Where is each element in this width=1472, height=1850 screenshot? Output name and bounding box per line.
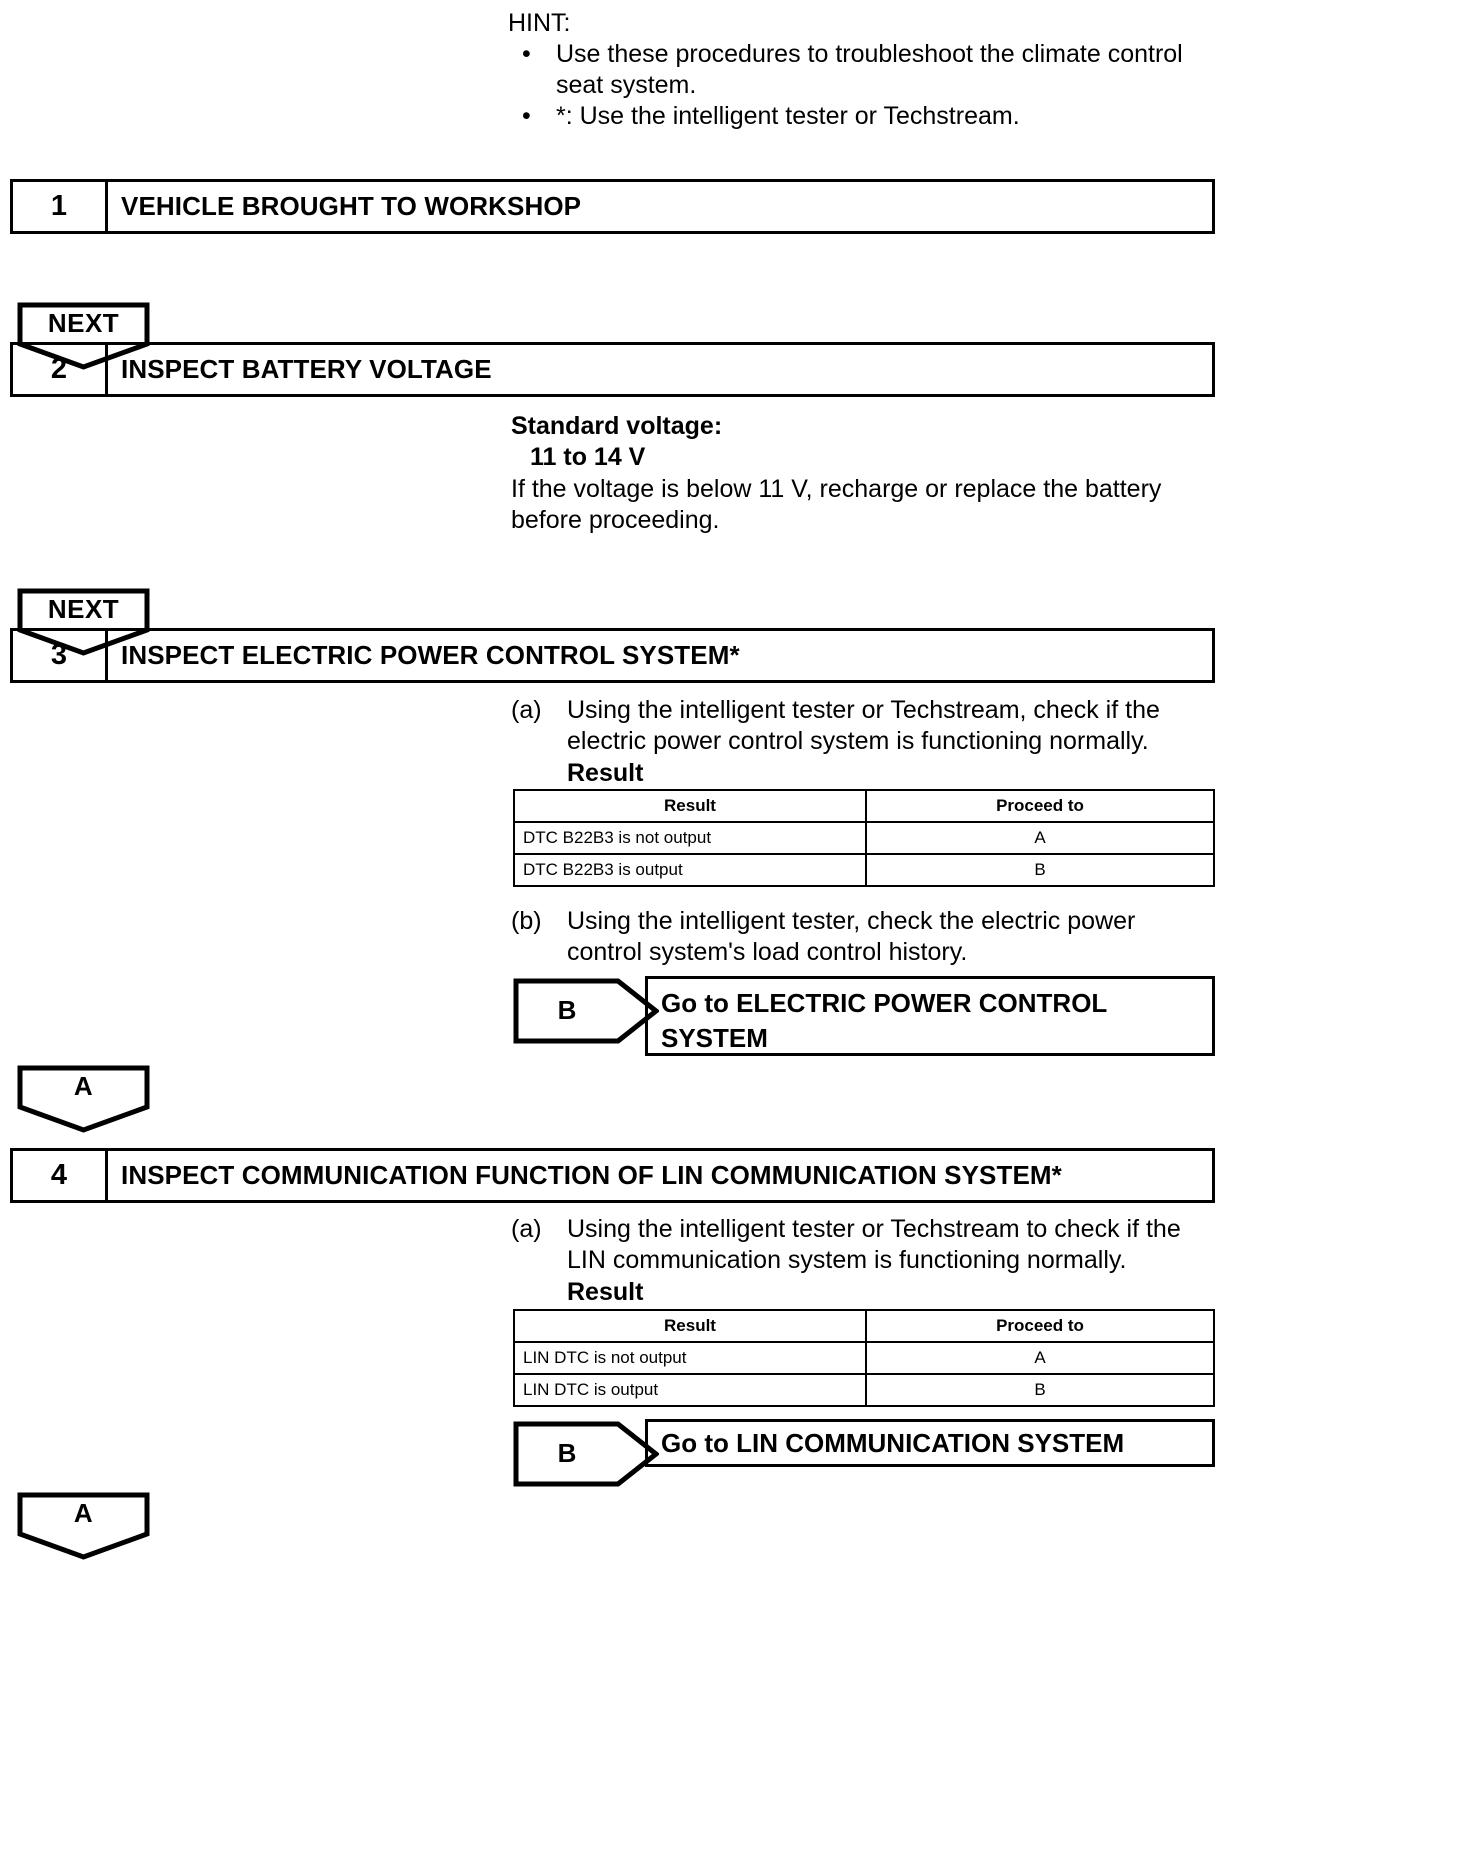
substep-line-2: control system's load control history.	[567, 938, 968, 966]
table-header-result: Result	[513, 789, 867, 823]
table-cell-proceed: B	[865, 853, 1215, 887]
table-cell-result: DTC B22B3 is not output	[513, 821, 867, 855]
table-row: LIN DTC is not output A	[513, 1341, 1215, 1375]
step-title: VEHICLE BROUGHT TO WORKSHOP	[121, 191, 582, 221]
connector-a-1: A	[17, 1065, 150, 1133]
connector-label: NEXT	[47, 308, 120, 338]
connector-next-2: NEXT	[17, 588, 150, 656]
substep-line-1: Using the intelligent tester or Techstre…	[567, 696, 1160, 724]
standard-voltage-label: Standard voltage:	[511, 412, 723, 440]
branch-tag-b-electric-power: B	[513, 978, 659, 1044]
goto-line-1: Go to ELECTRIC POWER CONTROL	[661, 988, 1108, 1018]
table-header-row: Result Proceed to	[513, 1309, 1215, 1343]
bullet-icon: •	[522, 40, 531, 68]
step-number: 1	[13, 182, 108, 231]
substep-line-1: Using the intelligent tester, check the …	[567, 907, 1136, 935]
goto-box-electric-power-control-system[interactable]: Go to ELECTRIC POWER CONTROL SYSTEM	[645, 976, 1215, 1056]
table-cell-proceed: A	[865, 1341, 1215, 1375]
table-row: DTC B22B3 is output B	[513, 853, 1215, 887]
hint-item: • Use these procedures to troubleshoot t…	[508, 39, 1228, 101]
goto-line-2: SYSTEM	[661, 1023, 768, 1053]
goto-line-1: Go to LIN COMMUNICATION SYSTEM	[661, 1427, 1125, 1458]
battery-note-line-1: If the voltage is below 11 V, recharge o…	[511, 475, 1162, 503]
step-header-4: 4 INSPECT COMMUNICATION FUNCTION OF LIN …	[10, 1148, 1215, 1203]
bullet-icon: •	[522, 102, 531, 130]
substep-3b: (b) Using the intelligent tester, check …	[511, 906, 1211, 968]
table-cell-result: LIN DTC is not output	[513, 1341, 867, 1375]
table-cell-proceed: B	[865, 1373, 1215, 1407]
hint-block: HINT: • Use these procedures to troubles…	[508, 8, 1228, 132]
table-cell-result: LIN DTC is output	[513, 1373, 867, 1407]
substep-line-1: Using the intelligent tester or Techstre…	[567, 1215, 1181, 1243]
branch-label: B	[557, 1438, 577, 1468]
table-header-proceed: Proceed to	[865, 1309, 1215, 1343]
substep-tag: (a)	[511, 696, 542, 724]
step-title: INSPECT COMMUNICATION FUNCTION OF LIN CO…	[121, 1160, 1062, 1190]
hint-title: HINT:	[508, 9, 571, 37]
substep-line-2: electric power control system is functio…	[567, 727, 1149, 755]
hint-list: • Use these procedures to troubleshoot t…	[508, 39, 1228, 132]
result-label: Result	[567, 1278, 644, 1306]
table-row: DTC B22B3 is not output A	[513, 821, 1215, 855]
table-cell-proceed: A	[865, 821, 1215, 855]
step-number: 3	[13, 631, 108, 680]
substep-tag: (b)	[511, 907, 542, 935]
table-header-proceed: Proceed to	[865, 789, 1215, 823]
hint-item-text: Use these procedures to troubleshoot the…	[556, 40, 1183, 99]
hint-item-text: *: Use the intelligent tester or Techstr…	[556, 102, 1020, 130]
substep-body: Using the intelligent tester, check the …	[567, 906, 1211, 968]
goto-box-lin-communication-system[interactable]: Go to LIN COMMUNICATION SYSTEM	[645, 1419, 1215, 1467]
substep-3a: (a) Using the intelligent tester or Tech…	[511, 695, 1211, 789]
substep-tag: (a)	[511, 1215, 542, 1243]
step-header-2: 2 INSPECT BATTERY VOLTAGE	[10, 342, 1215, 397]
result-table-2: Result Proceed to LIN DTC is not output …	[513, 1309, 1215, 1407]
step-number: 4	[13, 1151, 108, 1200]
step-header-1: 1 VEHICLE BROUGHT TO WORKSHOP	[10, 179, 1215, 234]
table-row: LIN DTC is output B	[513, 1373, 1215, 1407]
branch-label: B	[557, 995, 577, 1025]
connector-label: A	[73, 1498, 94, 1528]
step-number: 2	[13, 345, 108, 394]
standard-voltage-value: 11 to 14 V	[530, 443, 646, 471]
table-header-result: Result	[513, 1309, 867, 1343]
substep-line-2: LIN communication system is functioning …	[567, 1246, 1127, 1274]
table-cell-result: DTC B22B3 is output	[513, 853, 867, 887]
step-header-3: 3 INSPECT ELECTRIC POWER CONTROL SYSTEM*	[10, 628, 1215, 683]
connector-label: NEXT	[47, 594, 120, 624]
substep-body: Using the intelligent tester or Techstre…	[567, 695, 1211, 789]
hint-item: • *: Use the intelligent tester or Techs…	[508, 101, 1228, 132]
substep-body: Using the intelligent tester or Techstre…	[567, 1214, 1211, 1308]
table-header-row: Result Proceed to	[513, 789, 1215, 823]
connector-a-2: A	[17, 1492, 150, 1560]
connector-next-1: NEXT	[17, 302, 150, 370]
branch-tag-b-lin: B	[513, 1421, 659, 1487]
substep-4a: (a) Using the intelligent tester or Tech…	[511, 1214, 1211, 1308]
step-title: INSPECT ELECTRIC POWER CONTROL SYSTEM*	[121, 640, 740, 670]
result-label: Result	[567, 759, 644, 787]
step-title: INSPECT BATTERY VOLTAGE	[121, 354, 492, 384]
battery-note-line-2: before proceeding.	[511, 506, 720, 534]
result-table-1: Result Proceed to DTC B22B3 is not outpu…	[513, 789, 1215, 887]
connector-label: A	[73, 1071, 94, 1101]
